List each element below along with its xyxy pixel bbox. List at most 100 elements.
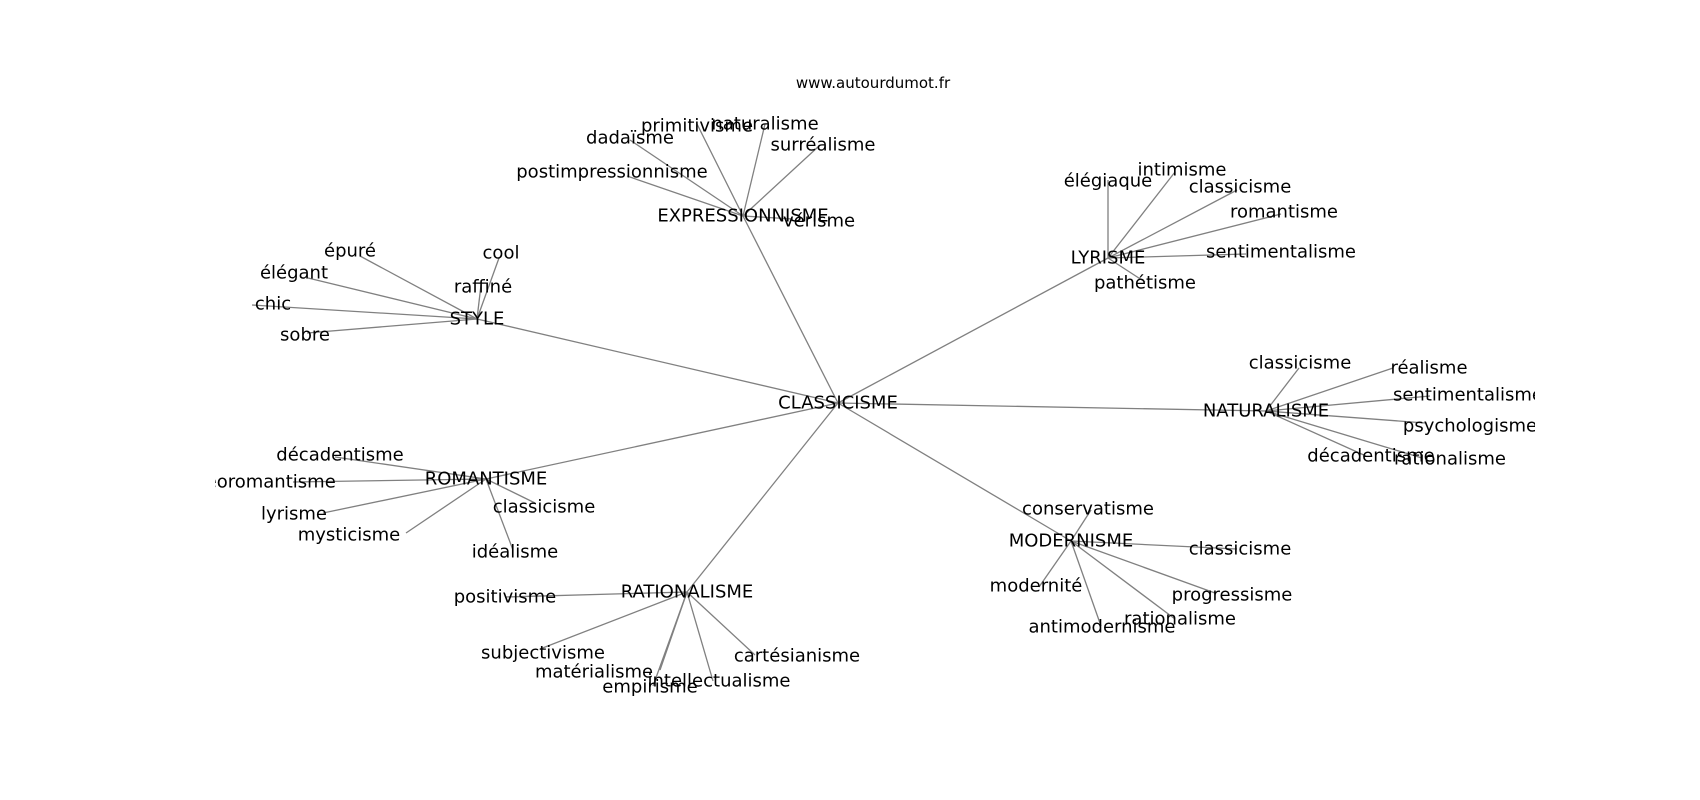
leaf-node-modernisme-5[interactable]: antimodernisme bbox=[1028, 617, 1175, 638]
leaf-node-modernisme-3[interactable]: progressisme bbox=[1172, 585, 1293, 606]
leaf-node-rationalisme-1[interactable]: cartésianisme bbox=[734, 646, 860, 667]
edge-root-style bbox=[476, 318, 839, 404]
leaf-node-naturalisme-5[interactable]: rationalisme bbox=[1394, 449, 1506, 470]
edge-romantisme-leaf-4 bbox=[405, 478, 487, 534]
edge-romantisme-leaf-0 bbox=[334, 456, 487, 480]
leaf-node-style-2[interactable]: élégant bbox=[260, 263, 328, 284]
edge-modernisme-leaf-3 bbox=[1070, 540, 1216, 594]
leaf-node-style-1[interactable]: cool bbox=[483, 243, 520, 264]
leaf-node-lyrisme-1[interactable]: intimisme bbox=[1138, 160, 1227, 181]
leaf-node-expressionnisme-0[interactable]: dadaïsme bbox=[586, 128, 674, 149]
branch-node-expressionnisme[interactable]: EXPRESSIONNISME bbox=[657, 206, 828, 227]
edge-expressionnisme-leaf-1 bbox=[696, 123, 744, 217]
leaf-node-romantisme-5[interactable]: idéalisme bbox=[472, 542, 559, 563]
leaf-node-rationalisme-2[interactable]: subjectivisme bbox=[481, 643, 605, 664]
edge-expressionnisme-leaf-2 bbox=[742, 123, 766, 217]
leaf-node-lyrisme-3[interactable]: romantisme bbox=[1230, 202, 1338, 223]
edge-naturalisme-leaf-3 bbox=[1265, 410, 1426, 424]
leaf-node-lyrisme-5[interactable]: pathétisme bbox=[1094, 273, 1196, 294]
edge-modernisme-leaf-0 bbox=[1070, 509, 1092, 542]
branch-node-romantisme[interactable]: ROMANTISME bbox=[425, 469, 548, 490]
leaf-node-modernisme-2[interactable]: modernité bbox=[990, 576, 1083, 597]
edge-romantisme-leaf-5 bbox=[485, 478, 514, 551]
edge-romantisme-leaf-2 bbox=[322, 478, 487, 514]
leaf-node-romantisme-3[interactable]: classicisme bbox=[493, 497, 596, 518]
leaf-node-romantisme-1[interactable]: néoromantisme bbox=[194, 472, 336, 493]
edge-naturalisme-leaf-0 bbox=[1265, 367, 1300, 412]
edge-naturalisme-leaf-1 bbox=[1265, 367, 1394, 412]
leaf-node-naturalisme-1[interactable]: réalisme bbox=[1390, 358, 1467, 379]
edge-rationalisme-leaf-1 bbox=[686, 591, 756, 656]
leaf-node-expressionnisme-1[interactable]: primitivisme bbox=[641, 116, 753, 137]
edge-style-leaf-1 bbox=[476, 257, 500, 320]
edge-modernisme-leaf-5 bbox=[1070, 540, 1102, 627]
leaf-node-expressionnisme-4[interactable]: postimpressionnisme bbox=[516, 162, 708, 183]
edge-naturalisme-leaf-4 bbox=[1265, 410, 1367, 457]
edge-root-expressionnisme bbox=[742, 215, 839, 404]
labels-layer: CLASSICISME EXPRESSIONNISME dadaïsmeprimit… bbox=[194, 114, 1543, 698]
leaf-node-expressionnisme-3[interactable]: surréalisme bbox=[771, 135, 876, 156]
edge-lyrisme-leaf-5 bbox=[1107, 257, 1146, 283]
leaf-node-rationalisme-0[interactable]: positivisme bbox=[454, 587, 557, 608]
edge-modernisme-leaf-1 bbox=[1070, 540, 1238, 550]
leaf-node-rationalisme-4[interactable]: intellectualisme bbox=[648, 671, 791, 692]
edge-style-leaf-3 bbox=[476, 284, 482, 320]
edge-expressionnisme-leaf-4 bbox=[626, 175, 744, 217]
leaf-node-romantisme-0[interactable]: décadentisme bbox=[276, 445, 403, 466]
edge-expressionnisme-leaf-3 bbox=[742, 145, 820, 217]
branch-node-rationalisme[interactable]: RATIONALISME bbox=[621, 582, 754, 603]
leaf-node-naturalisme-2[interactable]: sentimentalisme bbox=[1393, 385, 1543, 406]
leaf-node-modernisme-0[interactable]: conservatisme bbox=[1022, 499, 1154, 520]
edge-lyrisme-leaf-1 bbox=[1107, 171, 1176, 259]
leaf-node-style-0[interactable]: épuré bbox=[324, 241, 376, 262]
edge-root-lyrisme bbox=[837, 257, 1109, 404]
edge-lyrisme-leaf-3 bbox=[1107, 213, 1282, 259]
edges-layer bbox=[251, 123, 1431, 687]
edge-root-modernisme bbox=[837, 402, 1072, 542]
edge-root-rationalisme bbox=[686, 402, 839, 593]
leaf-node-lyrisme-0[interactable]: élégiaque bbox=[1064, 171, 1153, 192]
leaf-node-rationalisme-3[interactable]: matérialisme bbox=[535, 662, 653, 683]
edge-rationalisme-leaf-4 bbox=[686, 591, 714, 682]
leaf-node-modernisme-4[interactable]: rationalisme bbox=[1124, 609, 1236, 630]
edge-style-leaf-5 bbox=[306, 318, 478, 334]
edge-romantisme-leaf-1 bbox=[292, 478, 487, 483]
edge-romantisme-leaf-3 bbox=[485, 478, 536, 504]
edge-style-leaf-2 bbox=[307, 277, 478, 320]
edge-expressionnisme-leaf-0 bbox=[629, 139, 744, 217]
leaf-node-style-3[interactable]: raffiné bbox=[454, 277, 512, 298]
leaf-node-modernisme-1[interactable]: classicisme bbox=[1189, 539, 1292, 560]
edge-rationalisme-leaf-0 bbox=[504, 591, 688, 598]
watermark: www.autourdumot.fr bbox=[796, 74, 951, 92]
branch-node-modernisme[interactable]: MODERNISME bbox=[1009, 531, 1134, 552]
edge-expressionnisme-leaf-5 bbox=[742, 215, 794, 220]
edge-rationalisme-leaf-5 bbox=[652, 591, 688, 687]
leaf-node-romantisme-2[interactable]: lyrisme bbox=[261, 504, 327, 525]
edge-root-romantisme bbox=[485, 402, 839, 480]
leaf-node-rationalisme-5[interactable]: empirisme bbox=[602, 677, 697, 698]
leaf-node-lyrisme-2[interactable]: classicisme bbox=[1189, 177, 1292, 198]
edge-rationalisme-leaf-2 bbox=[539, 591, 688, 650]
edge-lyrisme-leaf-4 bbox=[1107, 253, 1247, 259]
leaf-node-naturalisme-3[interactable]: psychologisme bbox=[1403, 416, 1537, 437]
branch-node-lyrisme[interactable]: LYRISME bbox=[1071, 248, 1146, 269]
leaf-node-naturalisme-4[interactable]: décadentisme bbox=[1307, 446, 1434, 467]
edge-modernisme-leaf-4 bbox=[1070, 540, 1176, 620]
branch-node-style[interactable]: STYLE bbox=[450, 309, 505, 330]
edge-naturalisme-leaf-2 bbox=[1265, 395, 1431, 412]
leaf-node-style-5[interactable]: sobre bbox=[280, 325, 330, 346]
edge-style-leaf-4 bbox=[251, 304, 478, 320]
edge-lyrisme-leaf-2 bbox=[1107, 189, 1238, 259]
branch-node-naturalisme[interactable]: NATURALISME bbox=[1203, 401, 1329, 422]
leaf-node-naturalisme-0[interactable]: classicisme bbox=[1249, 353, 1352, 374]
edge-modernisme-leaf-2 bbox=[1038, 540, 1072, 588]
leaf-node-romantisme-4[interactable]: mysticisme bbox=[298, 525, 401, 546]
leaf-node-style-4[interactable]: chic bbox=[255, 294, 291, 315]
leaf-node-expressionnisme-5[interactable]: vérisme bbox=[783, 211, 855, 232]
leaf-node-expressionnisme-2[interactable]: naturalisme bbox=[711, 114, 818, 135]
leaf-node-lyrisme-4[interactable]: sentimentalisme bbox=[1206, 242, 1356, 263]
edge-root-naturalisme bbox=[837, 402, 1267, 412]
root-node-label[interactable]: CLASSICISME bbox=[778, 393, 898, 414]
edge-style-leaf-0 bbox=[359, 255, 478, 320]
